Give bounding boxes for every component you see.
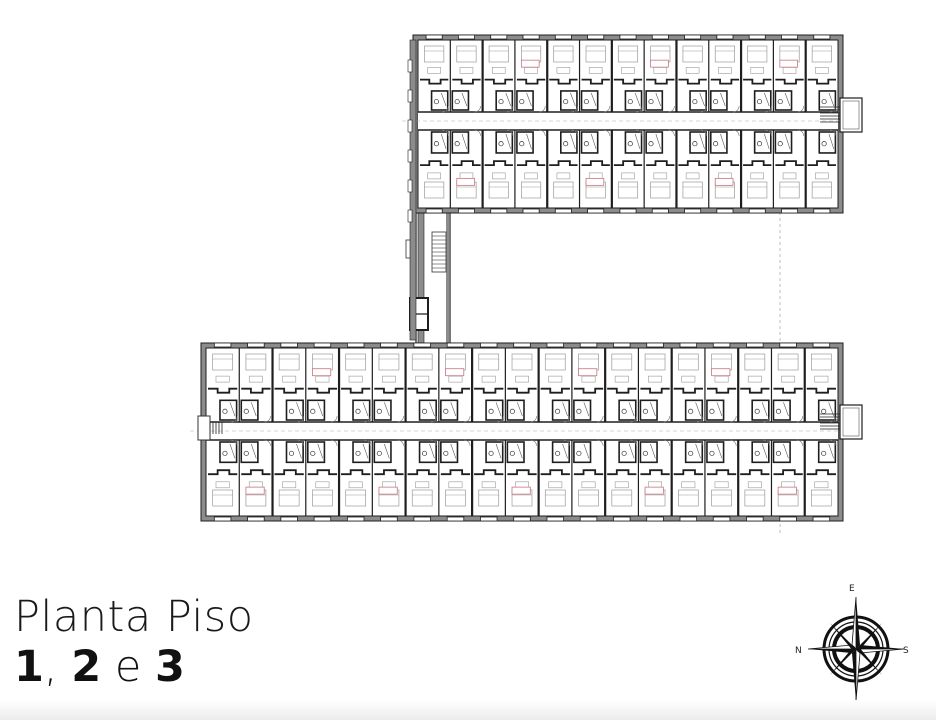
unit-bay — [514, 129, 546, 214]
unit-bay — [772, 34, 804, 113]
unit-bay — [337, 342, 371, 423]
unit-bay — [208, 342, 238, 423]
unit-bay — [739, 129, 772, 214]
unit-bay — [481, 34, 514, 113]
unit-bay — [449, 34, 481, 113]
unit-bay — [420, 129, 449, 214]
separator-comma: , — [43, 642, 72, 692]
unit-bay — [578, 34, 611, 113]
unit-bay — [238, 439, 271, 522]
unit-bay — [739, 34, 772, 113]
unit-bay — [770, 439, 804, 522]
unit-bay — [704, 342, 737, 423]
lower-wing — [190, 342, 863, 522]
unit-bay — [610, 34, 643, 113]
unit-bay — [404, 439, 438, 522]
unit-bay — [438, 439, 471, 522]
unit-bay — [604, 439, 637, 522]
unit-bay — [604, 342, 637, 423]
connector-corridor — [405, 209, 451, 347]
unit-bay — [481, 129, 514, 214]
unit-bay — [371, 439, 404, 522]
unit-bay — [804, 129, 837, 214]
unit-bay — [670, 439, 704, 522]
compass-star-icon — [807, 596, 905, 702]
compass-label-left: N — [795, 646, 802, 656]
unit-bay — [404, 342, 438, 423]
end-stair — [820, 97, 863, 133]
unit-bay — [637, 342, 670, 423]
unit-bay — [208, 439, 238, 522]
unit-bay — [670, 342, 704, 423]
floor-number-2: 2 — [71, 642, 102, 692]
unit-bay — [704, 439, 737, 522]
plan-title: Planta Piso — [14, 592, 254, 642]
unit-bay — [504, 342, 537, 423]
floor-numbers: 1, 2 e 3 — [14, 642, 254, 692]
unit-bay — [675, 34, 708, 113]
separator-e: e — [101, 642, 155, 692]
floor-number-1: 1 — [14, 642, 44, 692]
unit-bay — [337, 439, 371, 522]
unit-bay — [737, 439, 770, 522]
unit-bay — [449, 129, 481, 214]
unit-bay — [420, 34, 449, 113]
unit-bay — [371, 342, 404, 423]
unit-bay — [637, 439, 670, 522]
unit-bay — [571, 342, 604, 423]
unit-bay — [708, 34, 740, 113]
unit-bay — [643, 129, 675, 214]
unit-bay — [737, 342, 770, 423]
unit-bay — [271, 439, 305, 522]
unit-bay — [305, 342, 338, 423]
unit-bay — [305, 439, 338, 522]
unit-bay — [546, 129, 578, 214]
compass-label-top: E — [849, 584, 855, 594]
unit-bay — [514, 34, 546, 113]
unit-bay — [571, 439, 604, 522]
unit-bay — [537, 342, 571, 423]
unit-bay — [675, 129, 708, 214]
unit-bay — [578, 129, 611, 214]
unit-bay — [471, 439, 504, 522]
compass-label-right: S — [903, 646, 909, 656]
unit-bay — [643, 34, 675, 113]
end-stair — [820, 404, 863, 440]
floor-plan-drawing — [190, 34, 863, 535]
unit-bay — [271, 342, 305, 423]
unit-bay — [504, 439, 537, 522]
plan-title-block: Planta Piso 1, 2 e 3 — [14, 594, 254, 692]
unit-bay — [804, 34, 837, 113]
unit-bay — [537, 439, 571, 522]
unit-bay — [238, 342, 271, 423]
unit-bay — [772, 129, 804, 214]
unit-bay — [708, 129, 740, 214]
unit-bay — [610, 129, 643, 214]
unit-bay — [770, 342, 804, 423]
bottom-edge-shade — [0, 700, 936, 720]
unit-bay — [438, 342, 471, 423]
compass-rose: E N S W — [795, 584, 920, 714]
unit-bay — [471, 342, 504, 423]
unit-bay — [546, 34, 578, 113]
floor-number-3: 3 — [154, 642, 185, 692]
upper-wing — [402, 34, 863, 214]
unit-bay — [803, 439, 837, 522]
